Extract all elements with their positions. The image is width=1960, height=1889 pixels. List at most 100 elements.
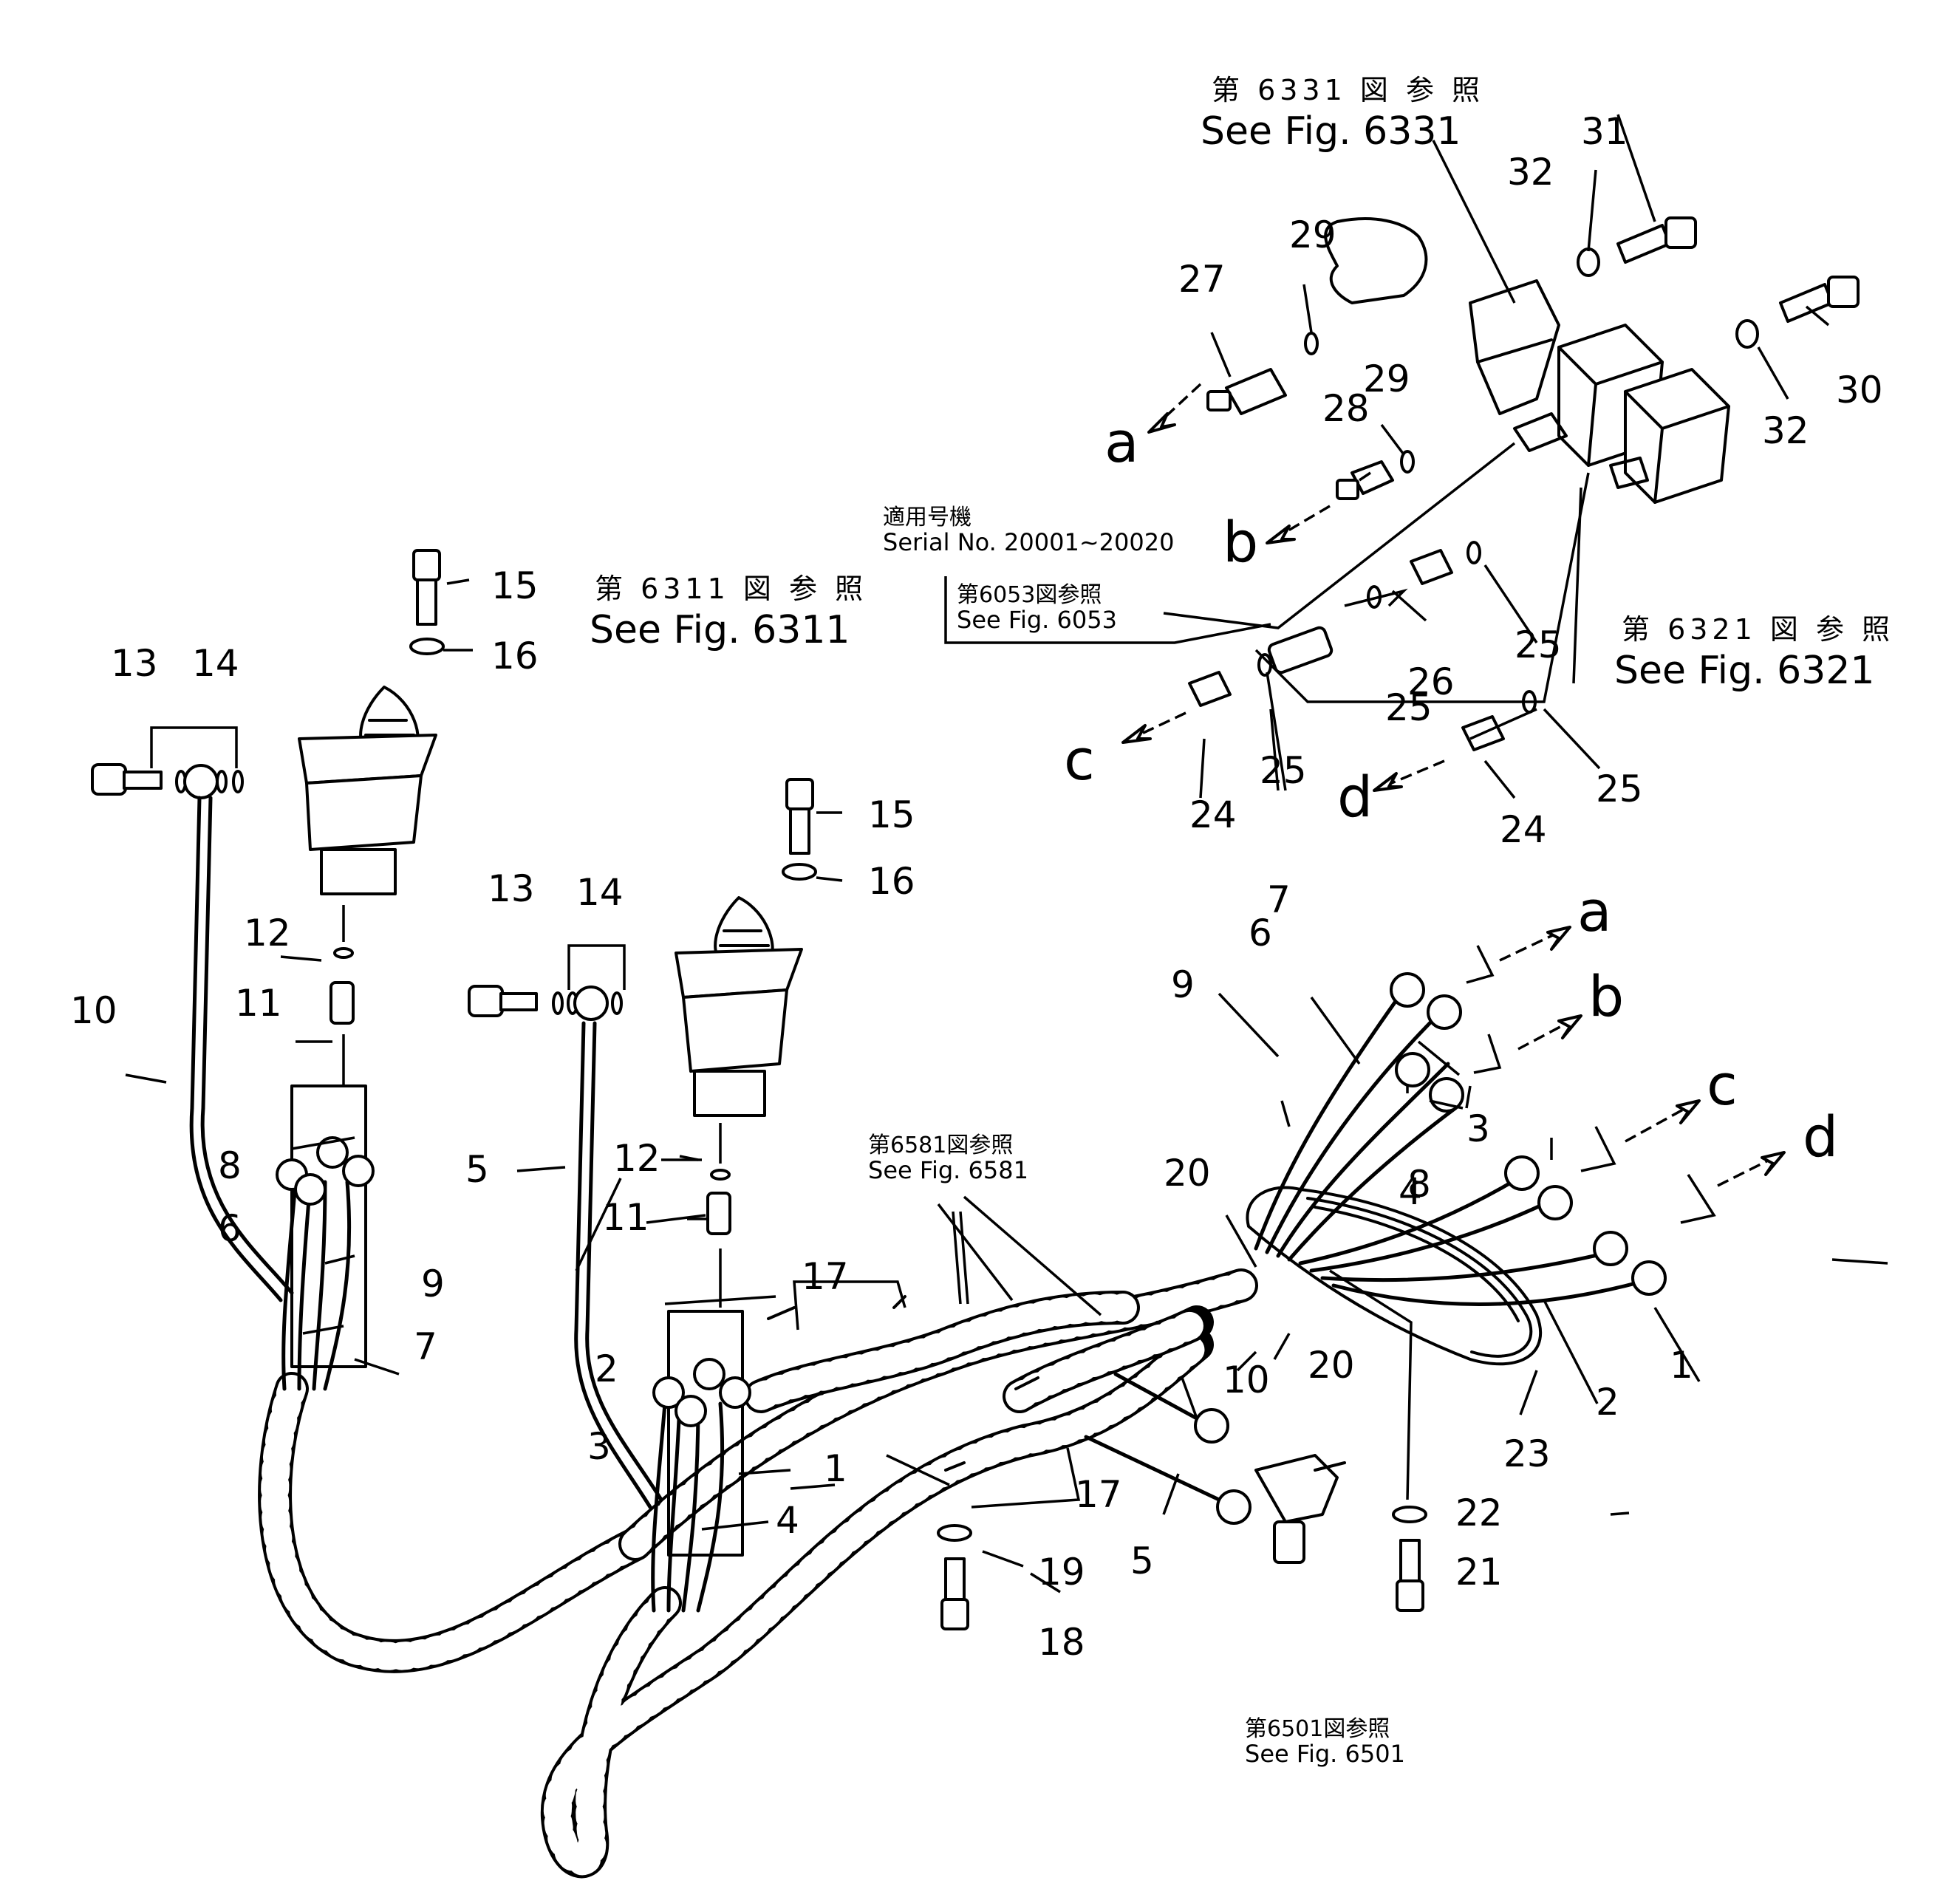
fittings-27-28-29: [1206, 332, 1415, 500]
callout-3: 3: [587, 1425, 611, 1468]
callout-12: 12: [244, 912, 291, 954]
callout-8: 8: [1407, 1163, 1431, 1206]
callout-12: 12: [613, 1137, 660, 1180]
ref-6501-jp: 第6501図参照: [1245, 1716, 1390, 1742]
ref-6331-jp: 第 6331 図 参 照: [1212, 74, 1484, 106]
callout-29: 29: [1289, 214, 1336, 256]
callout-4: 4: [776, 1499, 799, 1542]
center-hose-group: [574, 1021, 751, 1613]
callout-25: 25: [1515, 624, 1562, 666]
callout-22: 22: [1455, 1492, 1503, 1534]
ref-6331-en: See Fig. 6331: [1201, 109, 1461, 154]
callout-14: 14: [576, 871, 624, 914]
ref-6311-en: See Fig. 6311: [590, 608, 850, 652]
right-hose-nuts: [1390, 972, 1667, 1296]
callout-16: 16: [868, 860, 915, 903]
bolt-21-washer-22: [1392, 1506, 1427, 1612]
callout-1: 1: [824, 1447, 847, 1490]
callout-6: 6: [1249, 912, 1272, 954]
letter-b: b: [1223, 509, 1258, 575]
callout-27: 27: [1178, 258, 1226, 301]
ref-6501-en: See Fig. 6501: [1245, 1740, 1405, 1768]
callout-29: 29: [1363, 358, 1410, 400]
callout-15: 15: [868, 793, 915, 836]
harness-bundle: [258, 1268, 1258, 1879]
ref-6053-en: See Fig. 6053: [957, 606, 1117, 634]
callout-25: 25: [1596, 768, 1643, 810]
elbow-fitting-6501: [1254, 1454, 1346, 1564]
bolt-18-washer-19: [937, 1524, 972, 1630]
connection-letters: a b c d a b c d: [1064, 409, 1838, 1169]
leader-lines: [125, 114, 1888, 1593]
callout-7: 7: [414, 1325, 437, 1368]
left-hose-group: [189, 796, 375, 1391]
ref-6581-jp: 第6581図参照: [868, 1133, 1013, 1158]
callout-23: 23: [1503, 1432, 1551, 1475]
callout-31: 31: [1581, 110, 1628, 153]
left-swivel-13-14: [91, 763, 244, 799]
callout-14: 14: [192, 642, 239, 685]
callout-20: 20: [1164, 1152, 1211, 1195]
valve-block-6321: [1513, 324, 1730, 504]
ref-6053-jp: 第6053図参照: [957, 582, 1102, 608]
callout-13: 13: [488, 867, 535, 910]
callout-32: 32: [1762, 409, 1809, 452]
center-swivel-13-14: [468, 985, 623, 1021]
ref-6321-en: See Fig. 6321: [1614, 649, 1875, 693]
figure-references: 第 6331 図 参 照 See Fig. 6331 第 6321 図 参 照 …: [590, 74, 1894, 1768]
callout-11: 11: [602, 1196, 649, 1239]
callout-28: 28: [1322, 387, 1370, 430]
callout-18: 18: [1038, 1621, 1085, 1664]
callout-25: 25: [1260, 749, 1307, 792]
callout-15: 15: [491, 564, 539, 607]
center-pilot-valve: [675, 896, 803, 1117]
fittings-24-25-26: [1188, 541, 1537, 751]
left-bolt-15-washer-16: [409, 549, 445, 655]
callout-8: 8: [218, 1144, 242, 1187]
callout-9: 9: [421, 1263, 445, 1305]
connection-arrows: [1121, 383, 1786, 1224]
center-fitting-11-12: [706, 1123, 731, 1308]
callout-25: 25: [1385, 686, 1433, 729]
callout-5: 5: [1130, 1540, 1154, 1582]
letter-d: d: [1803, 1104, 1838, 1169]
callout-13: 13: [111, 642, 158, 685]
letter-d: d: [1337, 764, 1373, 830]
left-pilot-valve: [298, 686, 437, 895]
hose-ends-10-5: [1084, 1372, 1252, 1525]
callout-10: 10: [1223, 1359, 1270, 1401]
callout-24: 24: [1189, 793, 1237, 836]
callout-17: 17: [1075, 1473, 1122, 1516]
ref-6311-jp: 第 6311 図 参 照: [595, 573, 867, 605]
right-hose-fan: [1246, 988, 1657, 1366]
callout-24: 24: [1500, 808, 1547, 851]
callout-17: 17: [802, 1255, 849, 1298]
callout-26: 26: [1407, 660, 1455, 703]
left-fitting-11-12: [329, 905, 355, 1086]
letter-a: a: [1104, 409, 1139, 475]
callout-19: 19: [1038, 1551, 1085, 1593]
callout-4: 4: [1399, 1170, 1422, 1213]
callout-11: 11: [235, 982, 282, 1025]
callout-2: 2: [595, 1347, 618, 1390]
callout-21: 21: [1455, 1551, 1503, 1593]
callout-2: 2: [1596, 1381, 1619, 1424]
valve-block-6331: [1324, 217, 1560, 415]
serial-jp: 適用号機: [883, 505, 972, 530]
callout-1: 1: [1670, 1344, 1693, 1387]
callout-5: 5: [465, 1148, 489, 1191]
callout-6: 6: [218, 1207, 242, 1250]
serial-en: Serial No. 20001~20020: [883, 528, 1174, 556]
letter-b: b: [1588, 963, 1624, 1029]
callout-30: 30: [1836, 369, 1883, 411]
callout-32: 32: [1507, 151, 1554, 194]
letter-c: c: [1064, 727, 1095, 793]
center-bolt-15-washer-16: [782, 778, 817, 881]
callout-20: 20: [1308, 1344, 1355, 1387]
letter-c: c: [1707, 1052, 1738, 1118]
callout-7: 7: [1267, 878, 1291, 921]
callout-3: 3: [1466, 1107, 1490, 1150]
callout-16: 16: [491, 635, 539, 677]
ref-6321-jp: 第 6321 図 参 照: [1622, 613, 1894, 646]
